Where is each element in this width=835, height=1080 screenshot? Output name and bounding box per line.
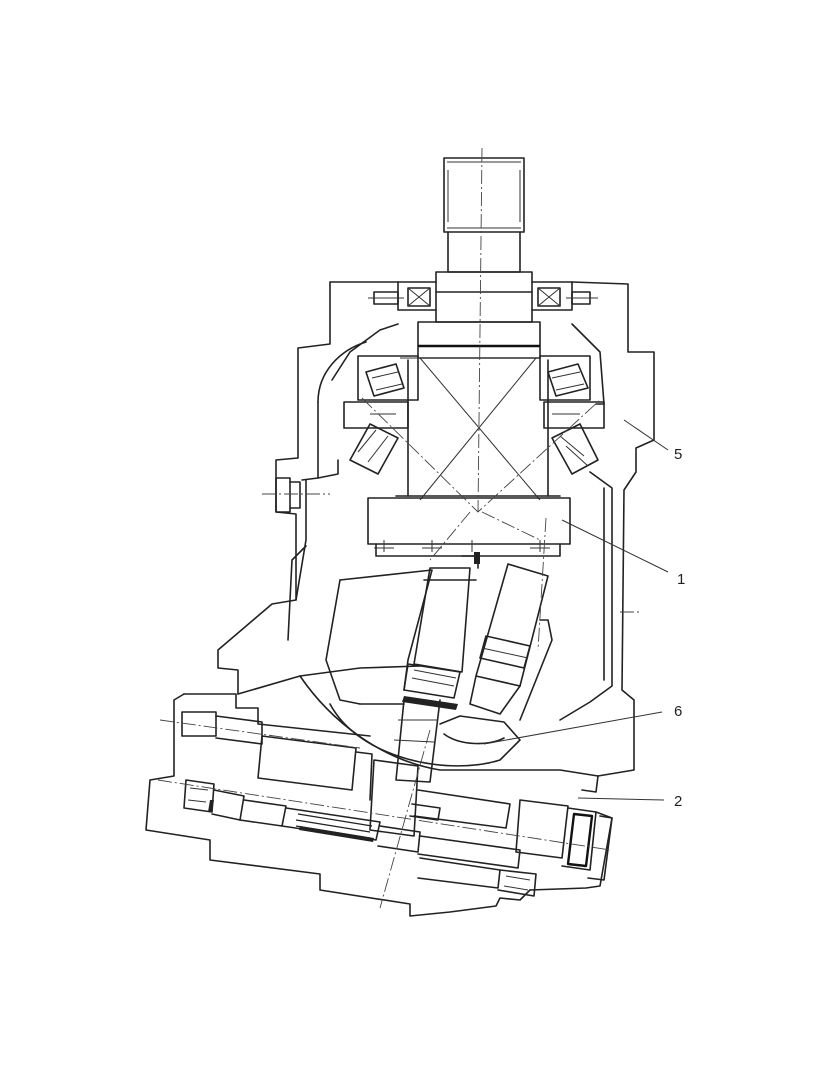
shaft-body [395,321,561,501]
leader-6 [483,711,663,745]
callout-5: 5 [674,446,682,463]
port-plate [145,693,613,917]
hatched-details [208,552,480,842]
cylinder-block [325,569,433,705]
center-lines [157,147,640,909]
callout-leaders [483,419,669,801]
callout-6: 6 [674,703,682,720]
callout-2: 2 [674,793,682,810]
leader-2 [577,797,665,801]
drive-flange [367,497,571,557]
drive-shaft [435,157,533,323]
pistons [403,555,553,721]
tapered-bearings [343,355,605,475]
leader-1 [561,519,669,573]
valve-plate [329,699,521,783]
callout-1: 1 [677,571,685,588]
leader-5 [623,419,669,451]
seal-housing [368,281,598,311]
side-port-fitting [262,477,330,513]
